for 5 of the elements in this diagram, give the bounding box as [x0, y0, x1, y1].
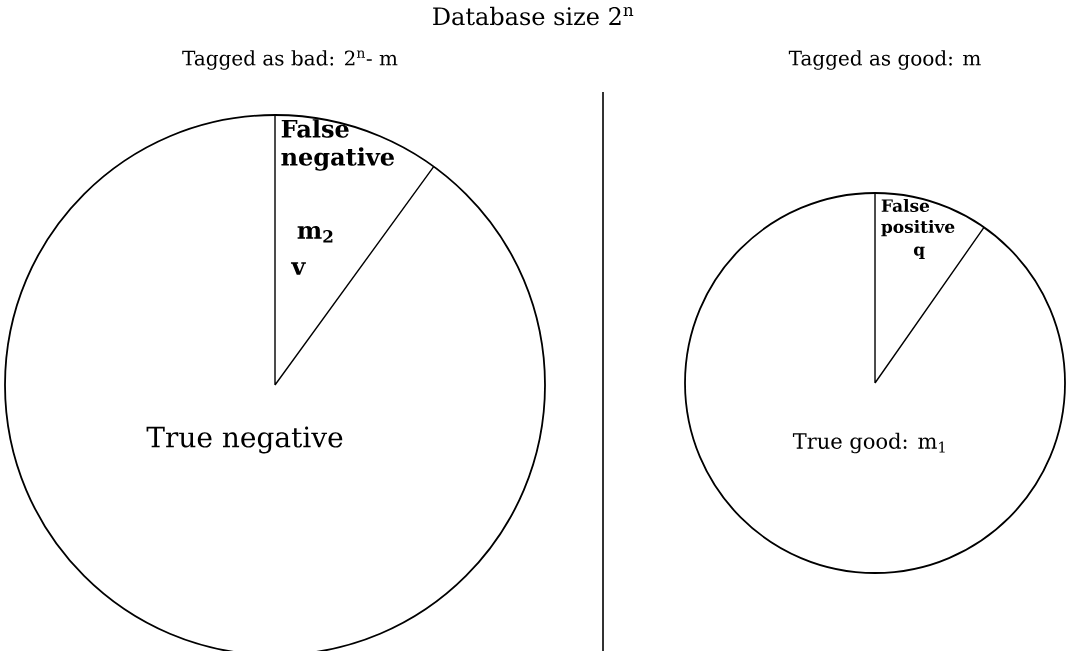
- heading: Tagged as bad: 2$^{n}$- m: [182, 50, 398, 70]
- pie-wedge: False negative m$_{2}$ v: [274, 114, 435, 386]
- title: Database size 2$^{n}$: [433, 6, 634, 26]
- heading: Tagged as good: m: [788, 50, 981, 70]
- pie-wedge: False positive q: [874, 192, 985, 384]
